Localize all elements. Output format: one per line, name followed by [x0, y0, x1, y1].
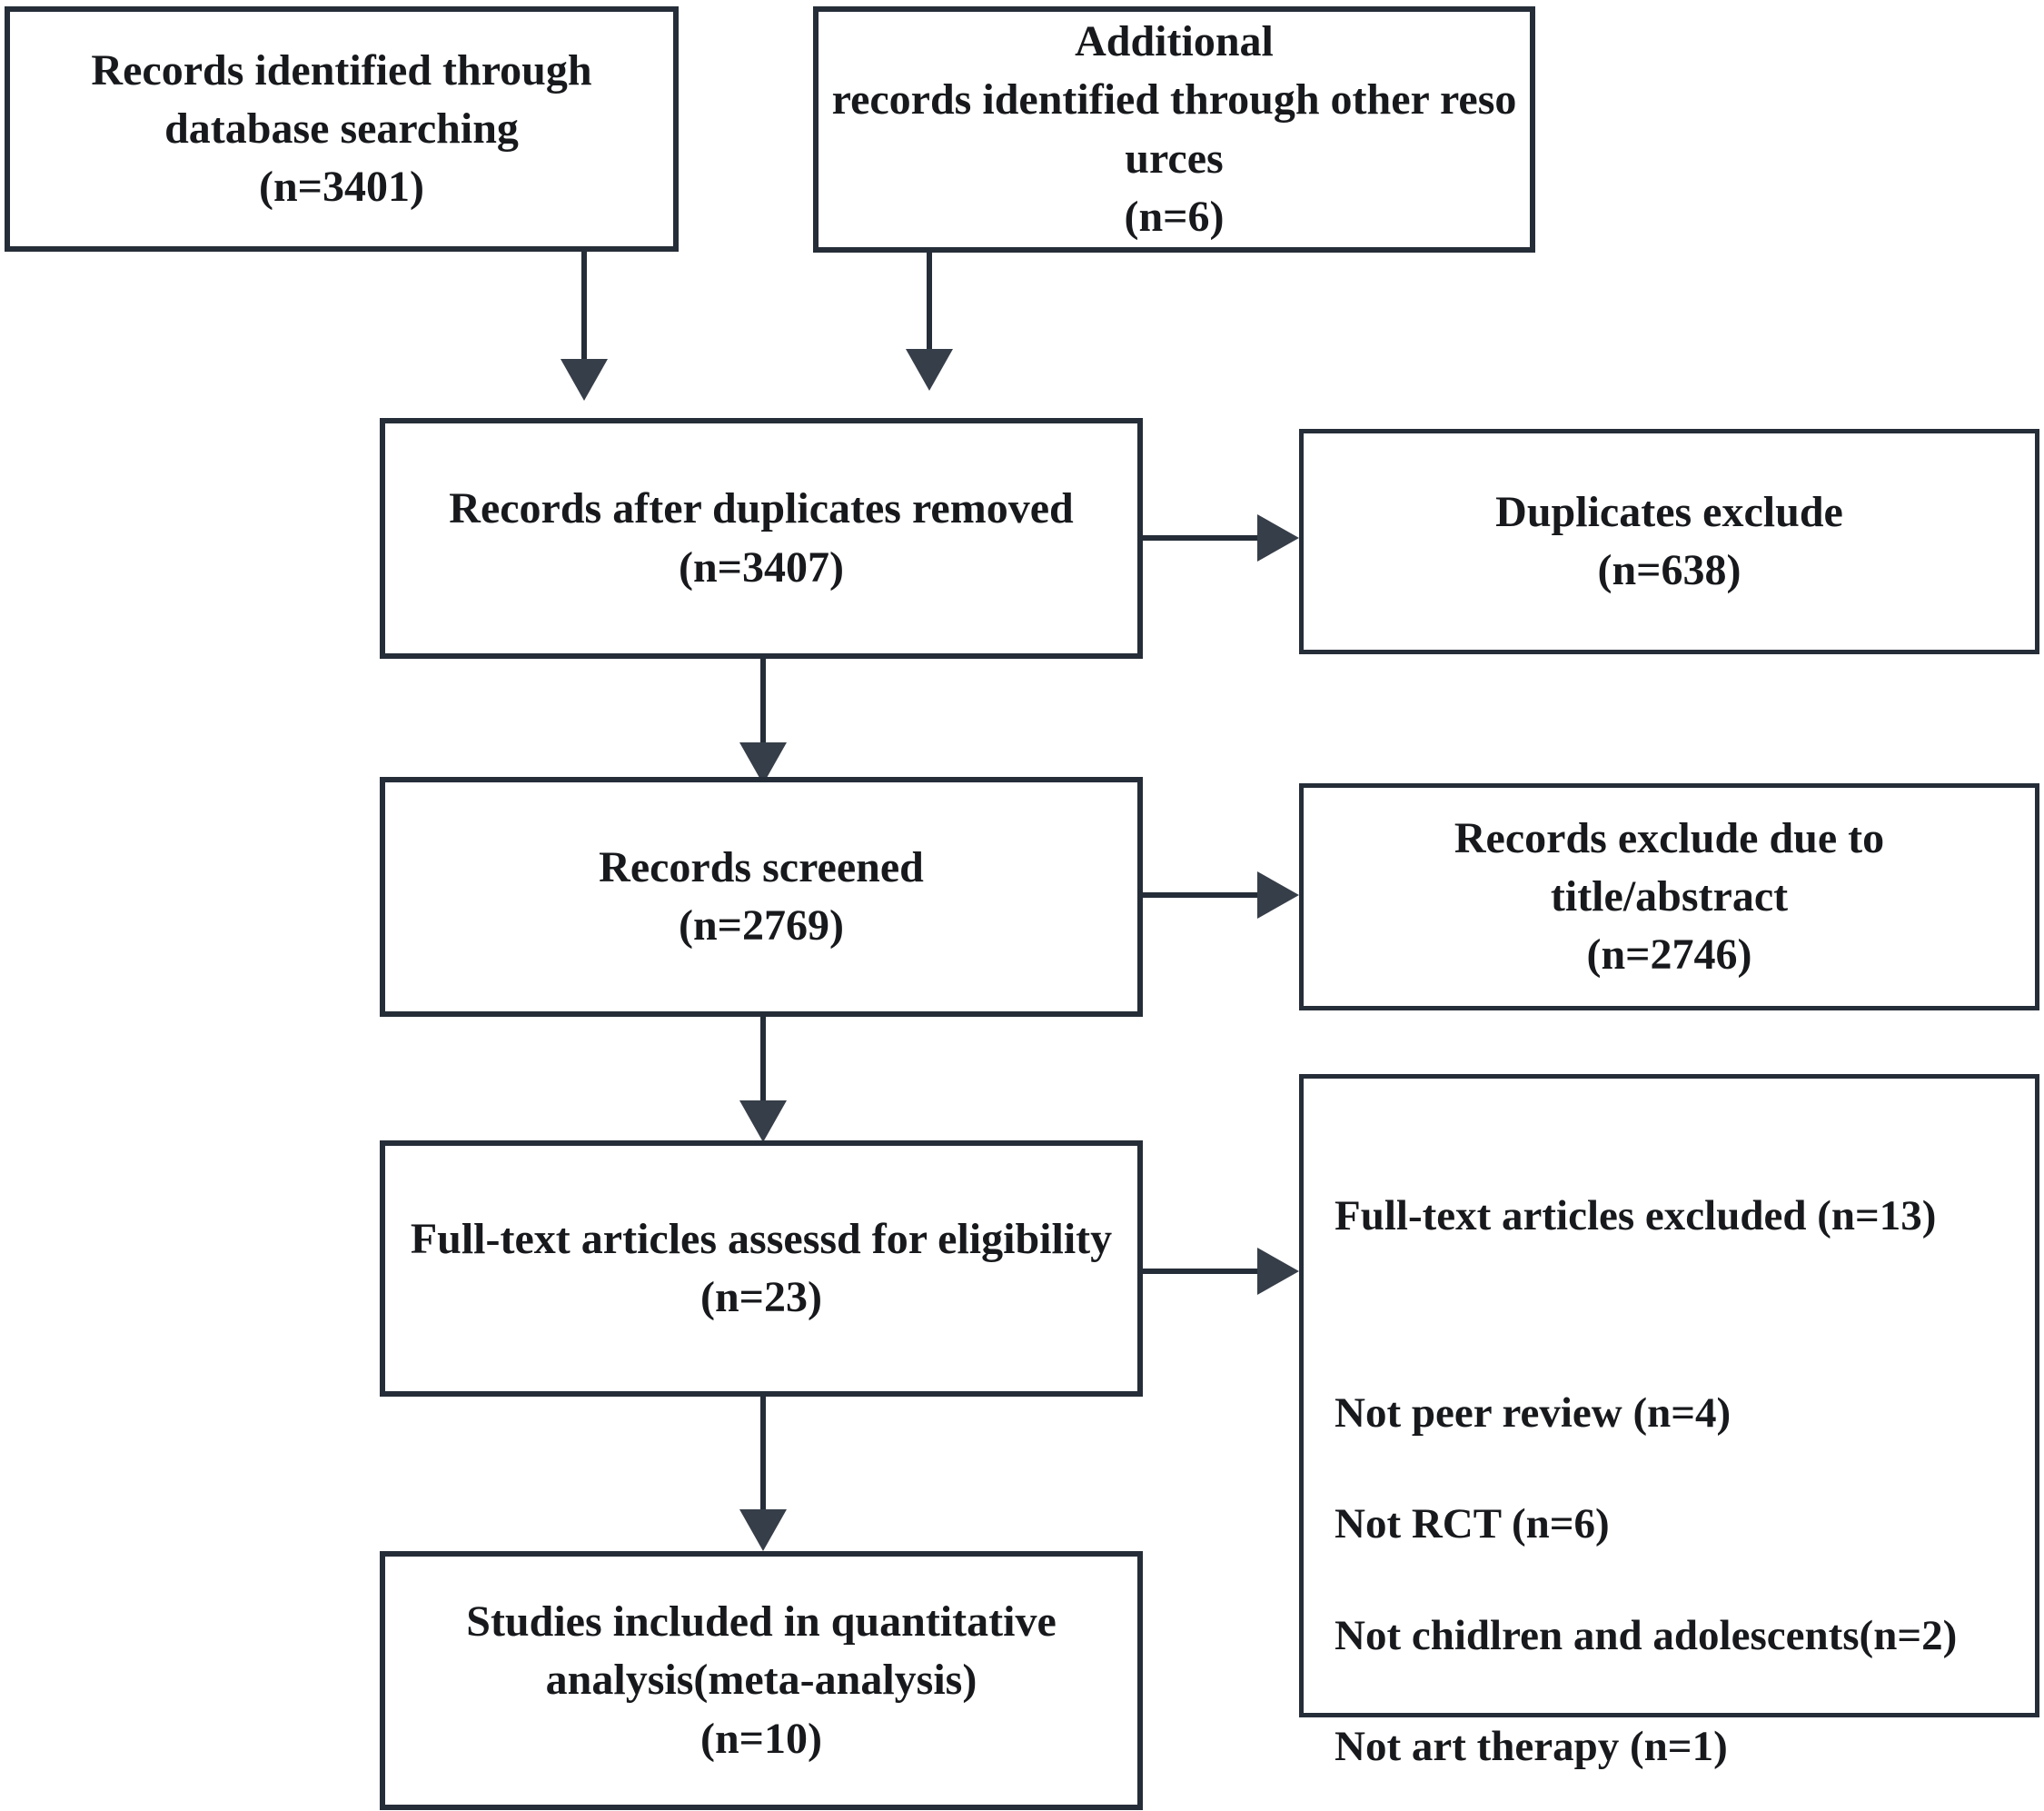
connector-records-screened-line	[760, 659, 766, 748]
box-records-exclude-title-abstract: Records exclude due to title/abstract (n…	[1299, 783, 2039, 1010]
box-records-exclude-title-abstract-label: Records exclude due to title/abstract (n…	[1454, 813, 1885, 980]
fulltext-excluded-heading: Full-text articles excluded (n=13)	[1335, 1192, 1937, 1240]
box-records-identified-database: Records identified through database sear…	[5, 6, 679, 252]
box-studies-included: Studies included in quantitative analysi…	[380, 1551, 1143, 1810]
connector-studies-included-line	[760, 1397, 766, 1515]
box-records-identified-database-label: Records identified through database sear…	[91, 45, 592, 212]
box-records-after-duplicates-removed-label: Records after duplicates removed (n=3407…	[449, 484, 1074, 592]
fulltext-excluded-reason-1: Not RCT (n=6)	[1335, 1500, 1610, 1548]
connector-duplicates-exclude-arrowhead	[1257, 514, 1299, 562]
box-records-identified-other-label: Additional records identified through ot…	[831, 16, 1517, 241]
fulltext-excluded-reason-3: Not art therapy (n=1)	[1335, 1722, 1728, 1770]
connector-fulltext-assessed-line	[760, 1017, 766, 1106]
box-fulltext-articles-assessed: Full-text articles assessd for eligibili…	[380, 1140, 1143, 1397]
box-records-after-duplicates-removed: Records after duplicates removed (n=3407…	[380, 418, 1143, 659]
box-records-identified-other: Additional records identified through ot…	[813, 6, 1535, 253]
fulltext-excluded-reason-0: Not peer review (n=4)	[1335, 1389, 1731, 1438]
box-studies-included-label: Studies included in quantitative analysi…	[466, 1597, 1057, 1763]
box-duplicates-exclude: Duplicates exclude (n=638)	[1299, 429, 2039, 654]
connector-fulltext-excluded-arrowhead	[1257, 1248, 1299, 1295]
connector-fulltext-assessed-arrowhead	[739, 1100, 787, 1142]
connector-database-records-line	[581, 252, 587, 364]
fulltext-excluded-content: Full-text articles excluded (n=13) Not p…	[1304, 1079, 1977, 1811]
fulltext-excluded-reason-2: Not chidlren and adolescents(n=2)	[1335, 1611, 1958, 1659]
box-records-screened-label: Records screened (n=2769)	[599, 842, 924, 950]
connector-fulltext-excluded-line	[1143, 1269, 1261, 1274]
connector-other-records-arrowhead	[906, 349, 953, 391]
spacer	[1335, 1299, 1957, 1330]
box-records-screened: Records screened (n=2769)	[380, 777, 1143, 1017]
connector-studies-included-arrowhead	[739, 1509, 787, 1551]
connector-other-records-line	[927, 253, 932, 354]
box-duplicates-exclude-label: Duplicates exclude (n=638)	[1495, 487, 1843, 594]
connector-records-exclude-line	[1143, 892, 1261, 898]
connector-database-records-arrowhead	[561, 359, 608, 401]
box-fulltext-articles-assessed-label: Full-text articles assessd for eligibili…	[410, 1214, 1113, 1321]
connector-records-exclude-arrowhead	[1257, 871, 1299, 919]
connector-duplicates-exclude-line	[1143, 535, 1261, 541]
box-fulltext-articles-excluded: Full-text articles excluded (n=13) Not p…	[1299, 1074, 2039, 1770]
